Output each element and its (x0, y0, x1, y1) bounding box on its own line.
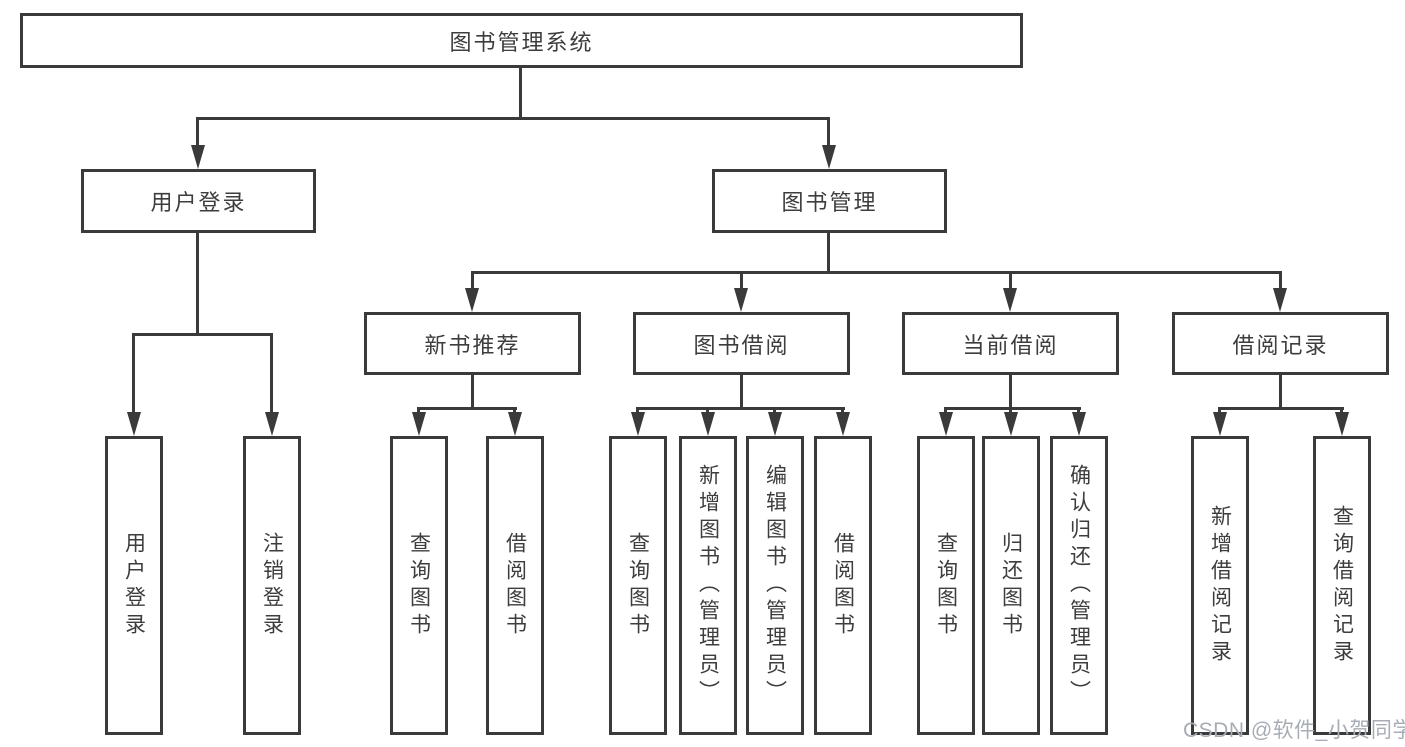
leaf-records-add-record-label: 新增借阅记录 (1208, 504, 1232, 667)
connector-current-stub-3 (1077, 407, 1080, 416)
arrow-down-leaf-user-login-icon (127, 412, 141, 436)
connector-user-login-stub-1 (132, 333, 135, 416)
csdn-watermark: CSDN @软件_小贺同学 (1183, 719, 1405, 742)
connector-user-login-bar (132, 333, 273, 336)
connector-records-bar (1218, 407, 1344, 410)
arrow-down-current-query-icon (939, 412, 953, 436)
arrow-down-current-borrowing-icon (1003, 288, 1017, 312)
node-user-login-label: 用户登录 (150, 190, 247, 215)
connector-current-bar (944, 407, 1081, 410)
arrow-down-current-return-icon (1004, 412, 1018, 436)
leaf-borrowing-query-books: 查询图书 (609, 436, 667, 735)
node-borrowing-records: 借阅记录 (1172, 312, 1389, 375)
leaf-borrowing-query-books-label: 查询图书 (626, 531, 650, 640)
connector-borrowing-stem (740, 375, 743, 410)
connector-book-management-stub-1 (471, 271, 474, 292)
node-book-management: 图书管理 (712, 169, 947, 233)
node-user-login: 用户登录 (81, 169, 316, 233)
connector-book-management-stem (827, 233, 830, 274)
arrow-down-user-login-icon (191, 145, 205, 169)
connector-recommend-stub-1 (417, 407, 420, 416)
leaf-current-return-books: 归还图书 (982, 436, 1040, 735)
leaf-borrowing-borrow-books: 借阅图书 (814, 436, 872, 735)
connector-records-stub-2 (1340, 407, 1343, 416)
arrow-down-borrowing-borrow-icon (836, 412, 850, 436)
arrow-down-book-borrowing-icon (734, 288, 748, 312)
node-borrowing-records-label: 借阅记录 (1232, 332, 1329, 358)
leaf-current-return-books-label: 归还图书 (999, 531, 1023, 640)
connector-root-stub-right (827, 117, 830, 150)
node-current-borrowing-label: 当前借阅 (962, 332, 1059, 358)
leaf-logout-label: 注销登录 (260, 531, 284, 640)
leaf-recommend-borrow-books-label: 借阅图书 (503, 531, 527, 640)
connector-book-management-bar (471, 271, 1282, 274)
connector-current-stub-1 (944, 407, 947, 416)
connector-borrowing-bar (636, 407, 845, 410)
arrow-down-records-query-icon (1335, 412, 1349, 436)
connector-root-bar (197, 117, 829, 120)
connector-borrowing-stub-4 (841, 407, 844, 416)
leaf-borrowing-edit-books-admin-label: 编辑图书（管理员） (763, 464, 787, 707)
arrow-down-borrowing-query-icon (631, 412, 645, 436)
connector-current-stem (1009, 375, 1012, 410)
leaf-recommend-borrow-books: 借阅图书 (486, 436, 544, 735)
arrow-down-recommend-borrow-icon (508, 412, 522, 436)
leaf-records-add-record: 新增借阅记录 (1191, 436, 1249, 735)
node-new-book-recommend: 新书推荐 (364, 312, 581, 375)
connector-records-stub-1 (1218, 407, 1221, 416)
connector-borrowing-stub-1 (636, 407, 639, 416)
connector-records-stem (1279, 375, 1282, 410)
arrow-down-borrowing-add-icon (701, 412, 715, 436)
leaf-borrowing-edit-books-admin: 编辑图书（管理员） (746, 436, 804, 735)
connector-borrowing-stub-3 (773, 407, 776, 416)
node-library-system: 图书管理系统 (20, 13, 1023, 68)
connector-recommend-stem (471, 375, 474, 410)
arrow-down-new-book-recommend-icon (465, 288, 479, 312)
arrow-down-records-add-icon (1213, 412, 1227, 436)
leaf-current-query-books: 查询图书 (917, 436, 975, 735)
connector-user-login-stem (196, 233, 199, 334)
leaf-borrowing-add-books-admin-label: 新增图书（管理员） (696, 464, 720, 707)
connector-recommend-bar (417, 407, 517, 410)
node-new-book-recommend-label: 新书推荐 (424, 332, 521, 358)
connector-root-stub-left (196, 117, 199, 150)
connector-user-login-stub-2 (270, 333, 273, 416)
leaf-user-login-label: 用户登录 (122, 531, 146, 640)
arrow-down-recommend-query-icon (412, 412, 426, 436)
leaf-borrowing-add-books-admin: 新增图书（管理员） (679, 436, 737, 735)
node-book-borrowing: 图书借阅 (633, 312, 850, 375)
leaf-recommend-query-books-label: 查询图书 (407, 531, 431, 640)
leaf-logout: 注销登录 (243, 436, 301, 735)
leaf-current-confirm-return-admin-label: 确认归还（管理员） (1067, 464, 1091, 707)
node-library-system-label: 图书管理系统 (449, 29, 594, 55)
arrow-down-current-confirm-icon (1072, 412, 1086, 436)
arrow-down-borrowing-records-icon (1273, 288, 1287, 312)
leaf-records-query-record-label: 查询借阅记录 (1330, 504, 1354, 667)
leaf-recommend-query-books: 查询图书 (390, 436, 448, 735)
connector-current-stub-2 (1009, 407, 1012, 416)
connector-book-management-stub-3 (1009, 271, 1012, 292)
node-book-borrowing-label: 图书借阅 (693, 332, 790, 358)
leaf-current-query-books-label: 查询图书 (934, 531, 958, 640)
connector-root-stem (519, 68, 522, 118)
leaf-borrowing-borrow-books-label: 借阅图书 (831, 531, 855, 640)
leaf-records-query-record: 查询借阅记录 (1313, 436, 1371, 735)
leaf-current-confirm-return-admin: 确认归还（管理员） (1050, 436, 1108, 735)
connector-book-management-stub-4 (1279, 271, 1282, 292)
arrow-down-book-management-icon (822, 145, 836, 169)
node-book-management-label: 图书管理 (781, 190, 878, 215)
leaf-user-login: 用户登录 (105, 436, 163, 735)
connector-recommend-stub-2 (513, 407, 516, 416)
arrow-down-leaf-logout-icon (265, 412, 279, 436)
arrow-down-borrowing-edit-icon (768, 412, 782, 436)
connector-borrowing-stub-2 (706, 407, 709, 416)
connector-book-management-stub-2 (740, 271, 743, 292)
node-current-borrowing: 当前借阅 (902, 312, 1119, 375)
